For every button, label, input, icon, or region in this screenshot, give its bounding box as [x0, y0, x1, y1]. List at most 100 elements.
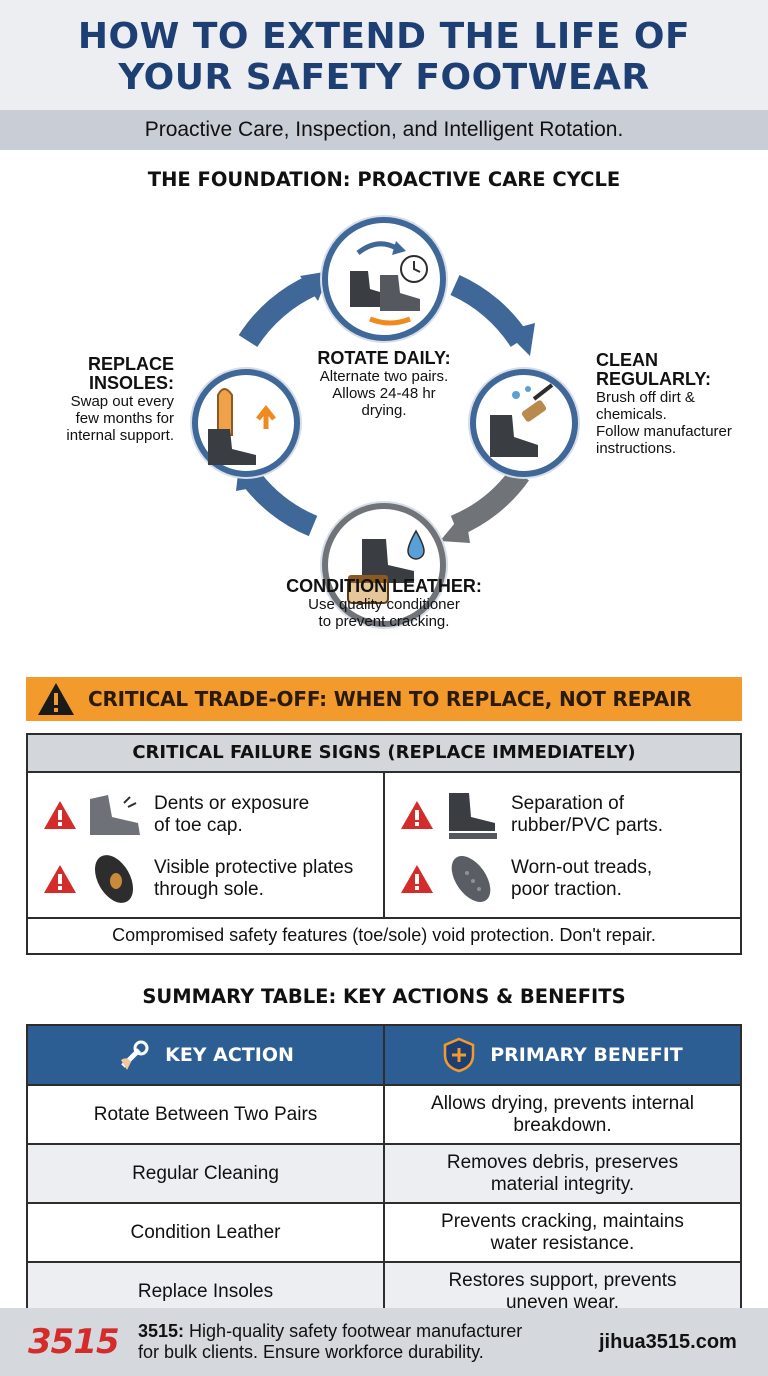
benefit-line: material integrity.	[490, 1173, 635, 1195]
failure-line: Worn-out treads,	[511, 857, 653, 878]
rotate-node	[322, 217, 446, 341]
clean-line-1: Brush off dirt &	[596, 389, 695, 406]
failure-line: of toe cap.	[154, 815, 243, 836]
failure-line: Visible protective plates	[154, 857, 354, 878]
clean-heading-2: REGULARLY:	[596, 369, 712, 389]
condition-node	[322, 503, 446, 627]
title-line-2: YOUR SAFETY FOOTWEAR	[118, 57, 650, 98]
insoles-label: REPLACE INSOLES: Swap out every few mont…	[30, 355, 174, 445]
rotate-heading: ROTATE DAILY:	[317, 348, 451, 368]
subtitle: Proactive Care, Inspection, and Intellig…	[0, 110, 768, 150]
clean-label: CLEAN REGULARLY: Brush off dirt & chemic…	[596, 350, 764, 458]
summary-title: SUMMARY TABLE: KEY ACTIONS & BENEFITS	[142, 985, 626, 1008]
benefit-line: Removes debris, preserves	[446, 1151, 679, 1173]
table-cell-action: Replace Insoles	[137, 1280, 274, 1302]
benefit-line: Prevents cracking, maintains	[441, 1210, 684, 1232]
footer-brand-label: 3515:	[138, 1321, 185, 1341]
sole-plate-icon	[95, 855, 133, 903]
title-line-1: HOW TO EXTEND THE LIFE OF	[77, 16, 691, 57]
table-row: Condition Leather Prevents cracking, mai…	[28, 1202, 740, 1261]
table-cell-action: Rotate Between Two Pairs	[93, 1103, 318, 1125]
insoles-line-2: few months for	[75, 410, 174, 427]
rotate-label: ROTATE DAILY: Alternate two pairs. Allow…	[306, 348, 462, 420]
failure-line: Separation of	[511, 793, 625, 814]
failure-title: CRITICAL FAILURE SIGNS (REPLACE IMMEDIAT…	[28, 735, 740, 773]
insoles-line-1: Swap out every	[70, 393, 174, 410]
failure-line: through sole.	[154, 879, 264, 900]
condition-line-1: Use quality conditioner	[308, 596, 460, 613]
benefit-line: Allows drying, prevents internal	[431, 1092, 694, 1114]
failure-line: rubber/PVC parts.	[511, 815, 664, 836]
table-cell-action: Regular Cleaning	[132, 1162, 279, 1184]
header-key-action: KEY ACTION	[28, 1026, 383, 1084]
boots-rotate-icon	[350, 241, 428, 326]
website-link[interactable]: jihua3515.com	[599, 1330, 737, 1353]
boot-conditioner-icon	[347, 529, 425, 604]
cycle-arrows	[236, 271, 535, 543]
benefit-line: uneven wear.	[505, 1291, 620, 1313]
header-label: KEY ACTION	[165, 1044, 294, 1066]
care-cycle: ROTATE DAILY: Alternate two pairs. Allow…	[0, 191, 768, 657]
failure-footnote: Compromised safety features (toe/sole) v…	[112, 925, 656, 945]
clean-line-2: chemicals.	[596, 406, 667, 423]
worn-tread-icon	[451, 856, 491, 902]
failure-line: poor traction.	[511, 879, 622, 900]
alert-icon	[44, 865, 76, 893]
alert-icon	[44, 801, 76, 829]
benefit-line: breakdown.	[513, 1114, 612, 1136]
benefit-line: Restores support, prevents	[448, 1269, 677, 1291]
failure-text: Worn-out treads,poor traction.	[511, 857, 652, 901]
insoles-heading-2: INSOLES:	[88, 373, 174, 393]
rotate-line-3: drying.	[361, 402, 407, 419]
footer-line-2: for bulk clients. Ensure workforce durab…	[138, 1342, 484, 1362]
table-cell-action: Condition Leather	[130, 1221, 281, 1243]
clean-node	[470, 369, 578, 477]
tradeoff-banner: CRITICAL TRADE-OFF: WHEN TO REPLACE, NOT…	[26, 677, 742, 721]
toe-cap-boot-icon	[90, 795, 140, 835]
footer-description: 3515: High-quality safety footwear manuf…	[138, 1321, 593, 1363]
boot-brush-icon	[490, 383, 554, 457]
footer-line-1: High-quality safety footwear manufacture…	[184, 1321, 523, 1341]
condition-line-2: to prevent cracking.	[318, 613, 450, 630]
boot-insole-icon	[208, 388, 276, 465]
tradeoff-title: CRITICAL TRADE-OFF: WHEN TO REPLACE, NOT…	[88, 687, 692, 711]
warning-icon	[38, 683, 74, 715]
rotate-line-2: Allows 24-48 hr	[332, 385, 436, 402]
table-row: Rotate Between Two Pairs Allows drying, …	[28, 1084, 740, 1143]
footer: 3515 3515: High-quality safety footwear …	[0, 1308, 768, 1376]
summary-table: KEY ACTION PRIMARY BENEFIT Rotate Betwee…	[26, 1024, 742, 1322]
page-title: HOW TO EXTEND THE LIFE OF YOUR SAFETY FO…	[0, 16, 768, 98]
table-header-row: KEY ACTION PRIMARY BENEFIT	[28, 1026, 740, 1084]
alert-icon	[401, 865, 433, 893]
wrench-hand-icon	[121, 1040, 149, 1070]
failure-item: Worn-out treads,poor traction.	[399, 847, 740, 911]
condition-label: CONDITION LEATHER: Use quality condition…	[234, 576, 534, 631]
cycle-title: THE FOUNDATION: PROACTIVE CARE CYCLE	[147, 168, 621, 191]
shield-icon	[443, 1037, 475, 1073]
condition-heading: CONDITION LEATHER:	[286, 576, 482, 596]
alert-icon	[401, 801, 433, 829]
header: HOW TO EXTEND THE LIFE OF YOUR SAFETY FO…	[0, 0, 768, 110]
brand-logo: 3515	[28, 1322, 120, 1362]
clean-heading-1: CLEAN	[596, 350, 658, 370]
rotate-line-1: Alternate two pairs.	[319, 368, 449, 385]
insoles-node	[192, 369, 300, 477]
header-label: PRIMARY BENEFIT	[490, 1044, 683, 1066]
clean-line-4: instructions.	[596, 440, 677, 457]
benefit-line: water resistance.	[490, 1232, 635, 1254]
table-row: Regular Cleaning Removes debris, preserv…	[28, 1143, 740, 1202]
header-primary-benefit: PRIMARY BENEFIT	[383, 1026, 740, 1084]
clean-line-3: Follow manufacturer	[596, 423, 732, 440]
